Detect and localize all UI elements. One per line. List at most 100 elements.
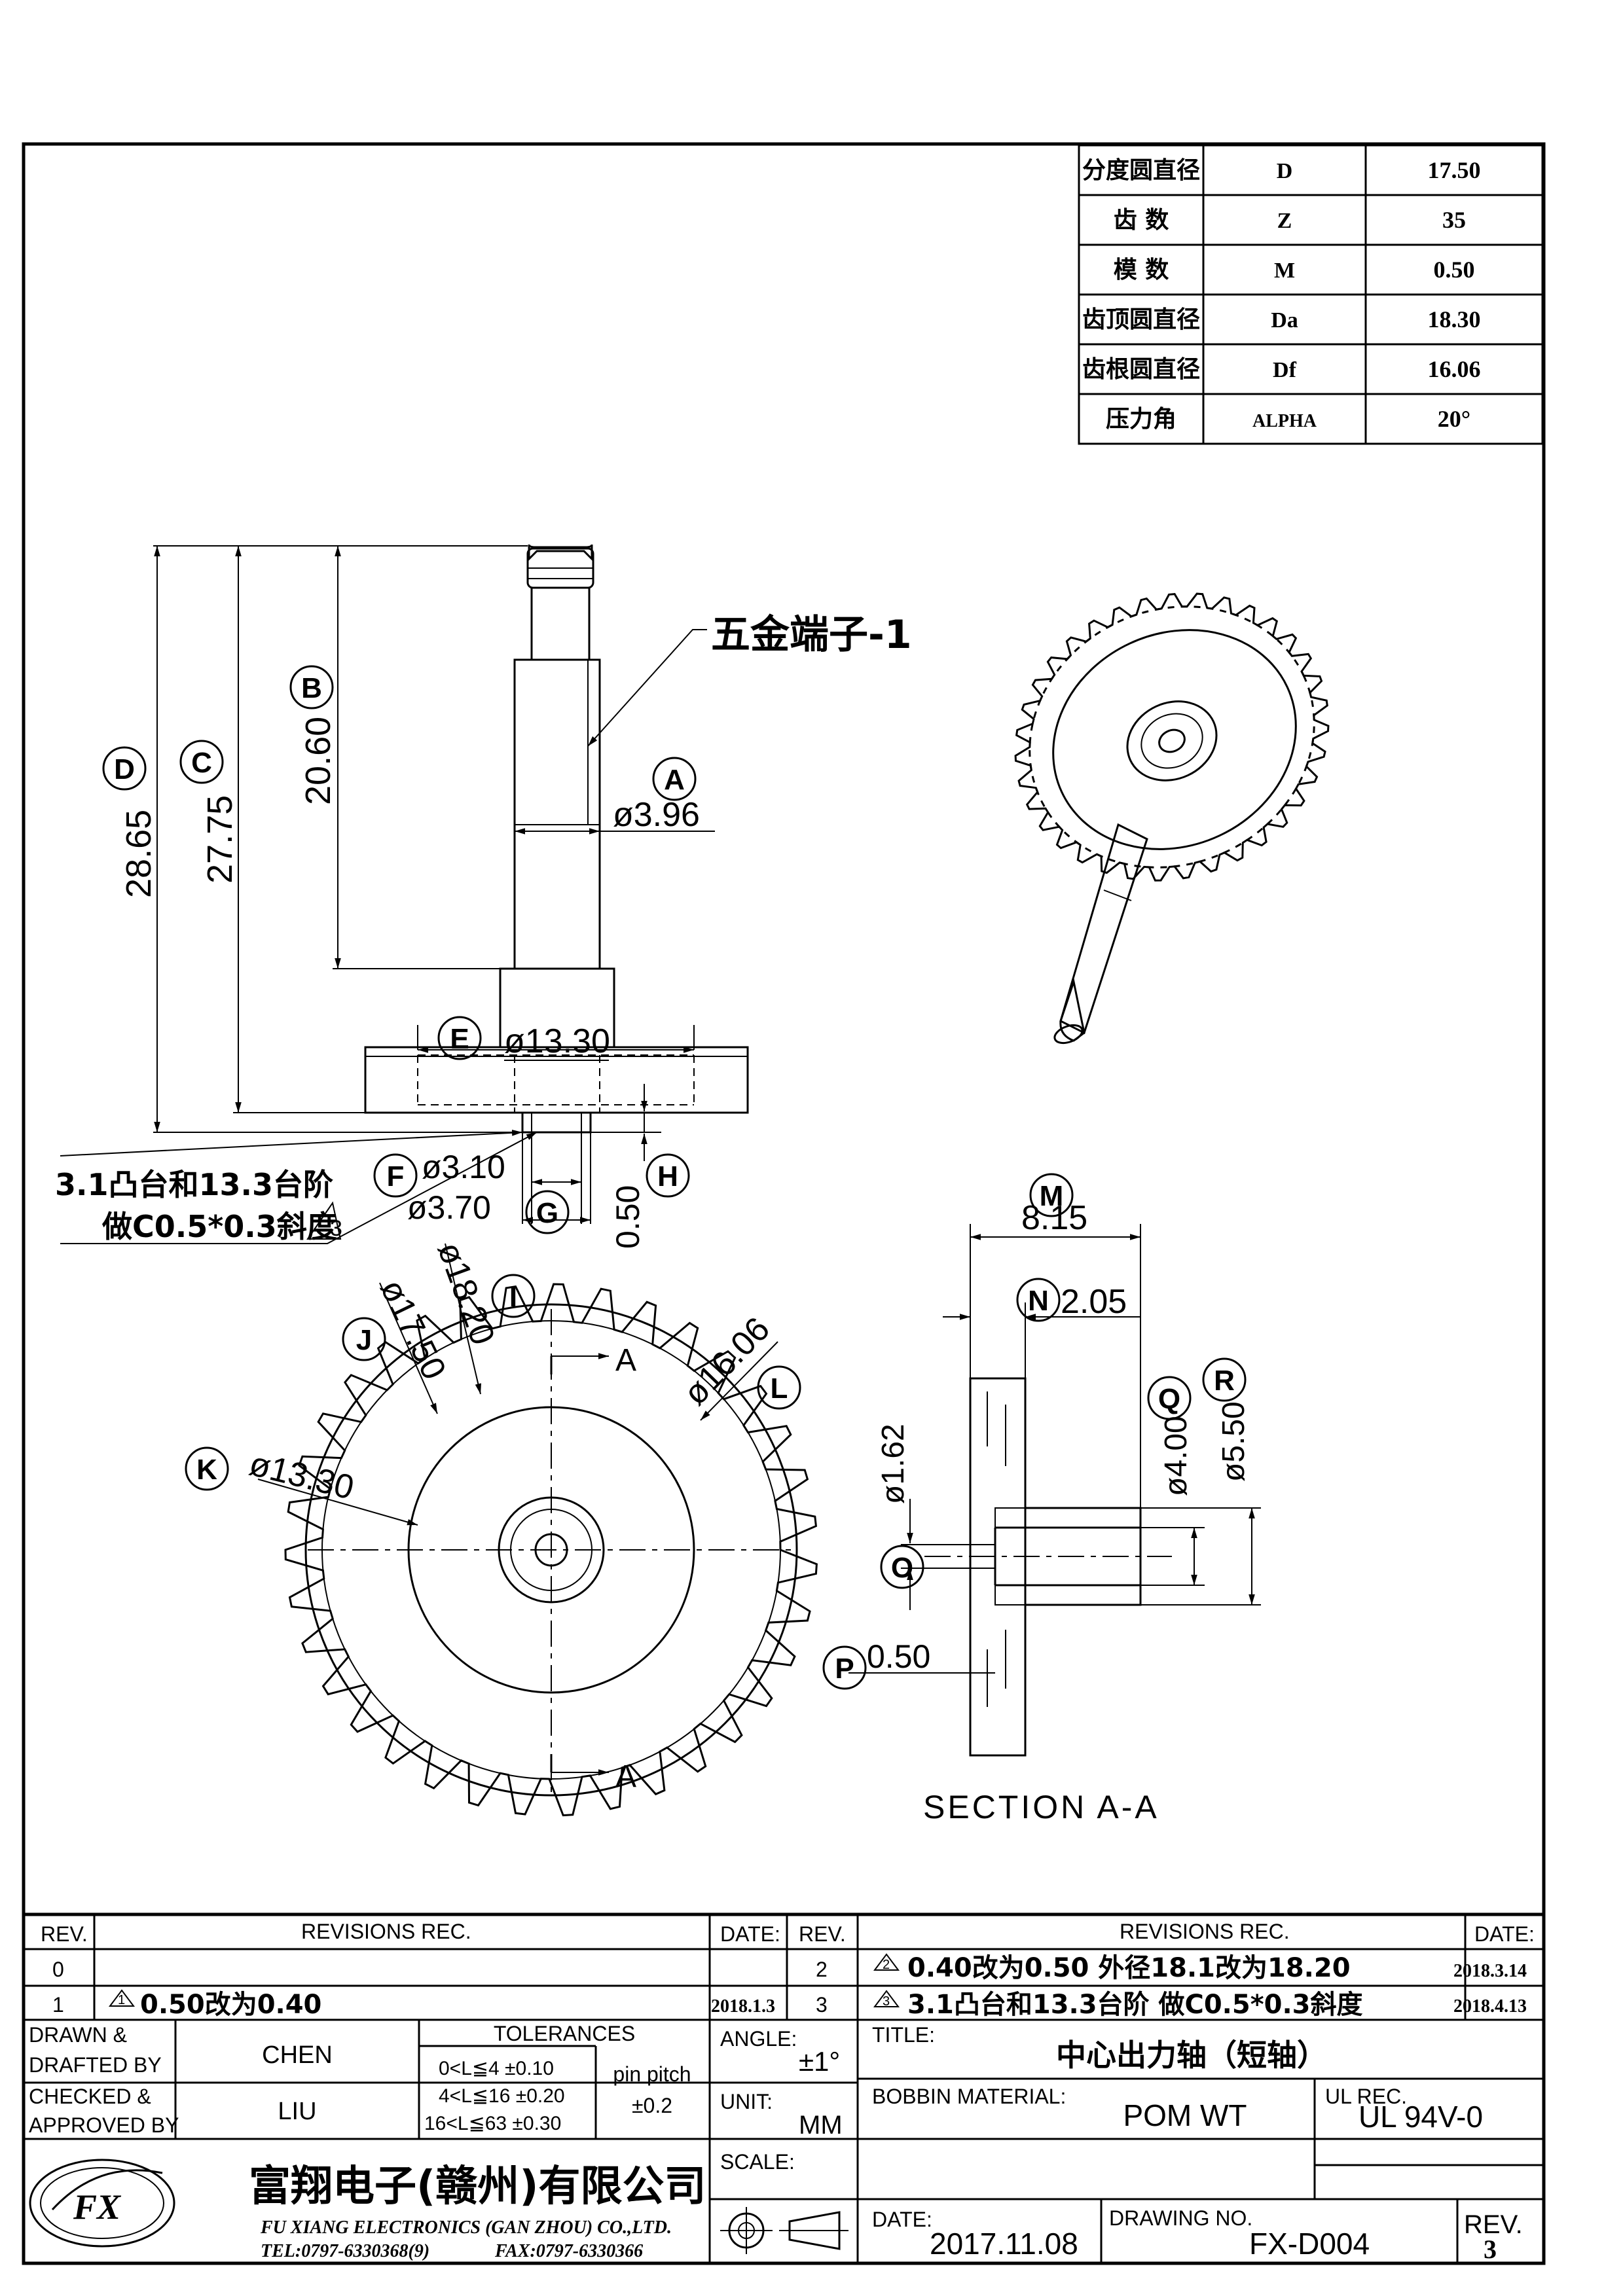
svg-text:N: N [1028,1285,1049,1317]
drawing-frame [22,142,1546,2265]
title-block: FX [24,1201,1544,2263]
callout-l: L [757,1365,801,1410]
tb-rev-head-right: REV. [799,1922,846,1946]
gear-table-val-2: 0.50 [1434,257,1475,283]
callout-a: A [652,757,697,801]
gear-teeth-outline [284,1283,818,1817]
gear-table-name-2: 模 数 [1114,257,1169,283]
chamfer-rev-mark: 3 [330,1216,342,1241]
dim-dia-3-70: ø3.70 [407,1189,491,1226]
gear-table-val-0: 17.50 [1428,157,1481,183]
gear-table-sym-5: ALPHA [1252,411,1317,431]
dim-dia-18-20: ø18.20 [430,1237,502,1350]
tb-angle-label: ANGLE: [720,2027,797,2051]
svg-text:R: R [1214,1365,1235,1397]
tb-scale-label: SCALE: [720,2150,795,2174]
tb-title-label: TITLE: [872,2023,935,2047]
svg-text:G: G [536,1197,558,1229]
tb-tol-3: 16<L≦63 ±0.30 [424,2113,561,2134]
section-marker-bottom: A [615,1759,636,1794]
dim-20-60: 20.60 [299,717,338,805]
svg-text:H: H [657,1160,678,1193]
tb-company-en: FU XIANG ELECTRONICS (GAN ZHOU) CO.,LTD. [260,2217,672,2238]
tb-checked-by: LIU [278,2098,316,2125]
tb-title-val: 中心出力轴（短轴） [1056,2037,1327,2073]
tb-rev-2-note: 0.40改为0.50 外径18.1改为18.20 [907,1953,1351,1983]
tb-tolerances-head: TOLERANCES [494,2022,635,2045]
callout-d: D [102,746,147,791]
section-title: SECTION A-A [923,1789,1159,1825]
callout-e: E [437,1016,482,1060]
tb-pin-pitch: pin pitch [613,2062,691,2086]
callout-o: O [880,1545,924,1589]
tb-company-cn: 富翔电子(赣州)有限公司 [249,2162,706,2211]
company-logo-icon: FX [29,2159,175,2248]
tb-rev-1: 1 [52,1993,64,2017]
callout-g: G [525,1190,570,1234]
svg-text:K: K [196,1454,217,1486]
gear-table-val-1: 35 [1442,207,1466,233]
dim-dia-13-30-k: ø13.30 [246,1444,357,1507]
dim-dia-5-50: ø5.50 [1216,1401,1251,1482]
tb-rev-3-date: 2018.4.13 [1453,1996,1527,2017]
svg-text:P: P [835,1653,854,1685]
tb-ul-val: UL 94V-0 [1359,2100,1483,2134]
callout-h: H [646,1153,690,1198]
tb-tol-1: 0<L≦4 ±0.10 [439,2058,554,2079]
tb-revisions-head-right: REVISIONS REC. [1120,1920,1290,1943]
dim-dia-13-30-e: ø13.30 [504,1022,610,1060]
tb-date-label: DATE: [872,2208,932,2231]
tb-rev-3-note: 3.1凸台和13.3台阶 做C0.5*0.3斜度 [907,1990,1362,2020]
tb-date-head-right: DATE: [1474,1922,1535,1946]
gear-table-val-3: 18.30 [1428,306,1481,332]
tb-ul-label: UL REC. [1325,2085,1407,2108]
tb-fax: FAX:0797-6330366 [494,2241,643,2261]
callout-r: R [1202,1357,1247,1402]
tb-rev-0: 0 [52,1958,64,1981]
tb-rev-head-left: REV. [41,1922,88,1946]
svg-text:M: M [1040,1180,1064,1212]
callout-q: Q [1147,1376,1192,1420]
tb-unit-label: UNIT: [720,2090,773,2113]
gear-parameter-table [1078,144,1544,445]
svg-text:Q: Q [1158,1383,1180,1415]
tb-tel: TEL:0797-6330368(9) [261,2241,429,2261]
gear-table-val-5: 20° [1438,406,1470,432]
chamfer-note-line2: 做C0.5*0.3斜度 [101,1209,337,1244]
callout-b: B [289,665,334,709]
gear-table-name-5: 压力角 [1106,406,1176,433]
dim-dia-3-96: ø3.96 [613,796,700,834]
tb-pin-pitch-tol: ±0.2 [632,2094,672,2117]
tb-drawn-label-1: DRAWN & [29,2023,127,2047]
callout-i: I [491,1274,536,1318]
tb-rev-val: 3 [1484,2234,1497,2264]
callout-m: M [1029,1173,1074,1217]
tb-checked-label-1: CHECKED & [29,2085,151,2108]
svg-text:D: D [114,753,135,785]
dim-0-50-h: 0.50 [610,1185,646,1249]
callout-c: C [179,740,224,784]
callout-f: F [373,1153,418,1198]
tb-drawing-val: FX-D004 [1249,2227,1370,2261]
tb-rev-2: 2 [816,1958,828,1981]
tb-drawn-by: CHEN [262,2041,333,2069]
tb-drawn-label-2: DRAFTED BY [29,2053,162,2077]
tb-rev-3-mark: 3 [883,1994,890,2009]
svg-text:B: B [301,672,322,704]
callout-j: J [342,1317,386,1361]
svg-text:E: E [450,1023,469,1055]
dim-28-65: 28.65 [119,810,158,898]
svg-text:FX: FX [73,2187,122,2227]
gear-table-sym-4: Df [1273,358,1297,382]
gear-table-sym-3: Da [1271,308,1298,332]
svg-text:I: I [509,1281,517,1313]
callout-p: P [822,1645,867,1690]
shaft-front-view [60,544,749,1244]
dim-27-75: 27.75 [200,795,240,884]
chamfer-note-line1: 3.1凸台和13.3台阶 [55,1167,333,1202]
tb-rev-1-date: 2018.1.3 [711,1996,775,2017]
gear-table-val-4: 16.06 [1428,356,1481,382]
tb-drawing-label: DRAWING NO. [1109,2206,1252,2230]
gear-table-sym-0: D [1277,159,1293,183]
section-a-a-view [848,1224,1261,1757]
